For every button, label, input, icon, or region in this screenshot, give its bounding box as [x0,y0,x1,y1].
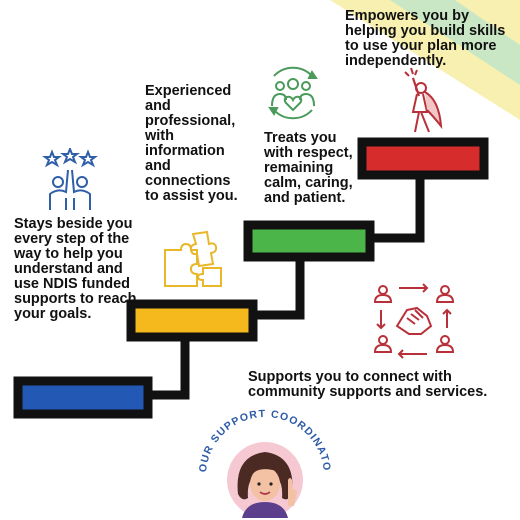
puzzle-pieces-icon [164,230,222,287]
community-text: Supports you to connect with community s… [248,369,488,400]
coordinator-badge: YOUR SUPPORT COORDINATOR [190,398,332,518]
caring-people-heart-icon [268,66,318,120]
high-five-stars-icon [42,148,98,210]
step-3-text: Treats you with respect, remaining calm,… [264,130,353,206]
step-red [357,137,489,180]
step-4-text: Empowers you by helping you build skills… [345,8,506,69]
coordinator-avatar-icon [227,442,303,518]
step-yellow [126,299,258,342]
superhero-icon [404,67,443,133]
step-2-text: Experienced and professional, with infor… [145,83,238,204]
step-blue [13,376,153,419]
step-1-text: Stays beside you every step of the way t… [14,216,137,322]
step-green [243,220,375,262]
community-handshake-icon [373,283,455,359]
